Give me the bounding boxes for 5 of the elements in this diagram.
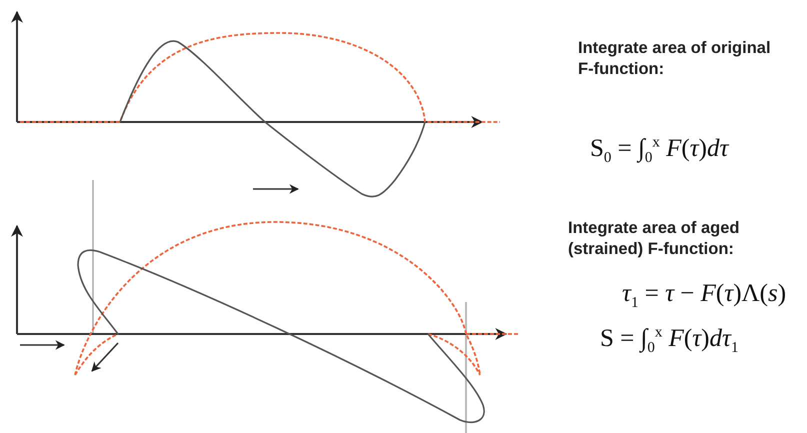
formula: S = ∫$_{0}$$^{x}$ F(τ)dτ$_{1}$ [600, 325, 738, 358]
heading-text: Integrate area of original F-function: [578, 38, 772, 80]
formula: τ$_{1}$ = τ − F(τ)Λ(s) [622, 280, 786, 312]
heading-text: Integrate area of aged (strained) F-function: [568, 218, 740, 260]
formula: S$_{0}$ = ∫$_{0}$$^{x}$ F(τ)dτ [590, 135, 728, 168]
